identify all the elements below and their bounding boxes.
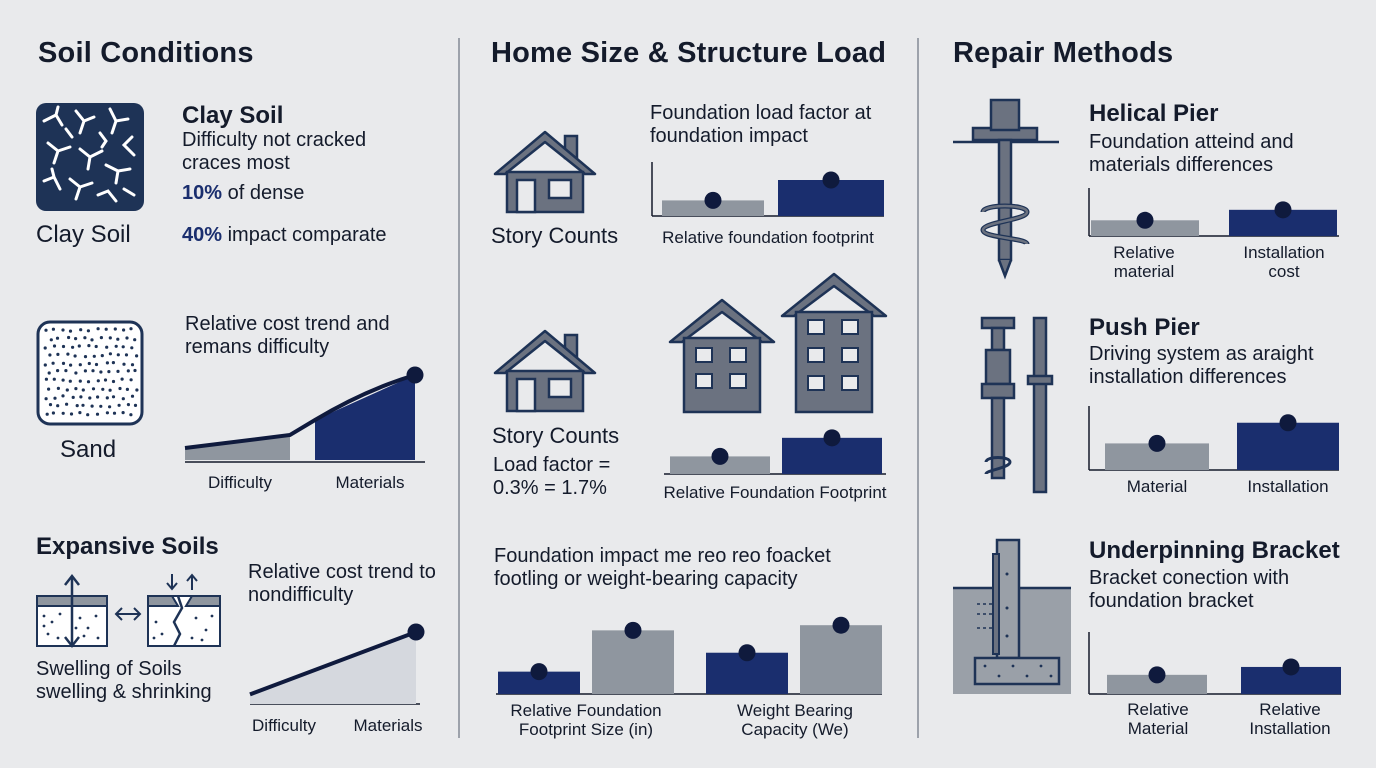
bar (592, 630, 674, 694)
house-icon (493, 130, 597, 214)
underpinning-bracket-description: Bracket conection with foundation bracke… (1089, 567, 1290, 612)
story-counts-caption-2: Story Counts (492, 423, 620, 448)
helical-cost-chart (1088, 188, 1339, 237)
sand-label-materials: Materials (335, 473, 405, 492)
clay-stat-2-text: impact comparate (227, 224, 387, 246)
two-story-house-icon (668, 298, 776, 414)
push-pier-description: Driving system as araight installation d… (1089, 343, 1314, 388)
trend-area-difficulty (185, 435, 290, 460)
bar (498, 671, 580, 694)
swell-shrink-soil-icon (36, 573, 221, 649)
bar-top-marker (530, 663, 548, 681)
trend-end-marker (406, 366, 424, 384)
column-divider (458, 38, 460, 738)
trend-end-marker (407, 623, 425, 641)
sand-chart-title: Relative cost trend and remans difficult… (185, 313, 390, 358)
clay-stat-1-text: of dense (227, 182, 305, 204)
expansive-label-difficulty: Difficulty (252, 716, 316, 735)
underpinning-bracket-icon (953, 538, 1071, 694)
bar-top-marker (711, 447, 729, 465)
clay-stat-2: 40% impact comparate (182, 224, 387, 247)
clay-stat-2-value: 40% (182, 224, 223, 246)
cracked-clay-icon (36, 103, 144, 211)
capacity-label-footprint: Relative Foundation Footprint Size (in) (510, 701, 662, 739)
bar-top-marker (823, 429, 841, 447)
push-cost-chart (1088, 406, 1339, 471)
repair-methods-title: Repair Methods (953, 37, 1174, 69)
story-counts-caption-1: Story Counts (491, 223, 619, 248)
bracket-label-material: Relative Material (1127, 700, 1189, 738)
sand-trend-chart (184, 366, 425, 463)
bar (800, 625, 882, 694)
bar (670, 456, 770, 474)
bracket-cost-chart (1088, 632, 1341, 695)
expansive-label-materials: Materials (353, 716, 423, 735)
footprint-chart (664, 429, 886, 475)
trend-line (249, 630, 417, 697)
helical-label-material: Relative material (1113, 243, 1175, 281)
three-story-house-icon (780, 272, 888, 414)
bar-top-marker (1136, 211, 1154, 229)
helical-label-installation: Installation cost (1243, 243, 1325, 281)
bar-top-marker (704, 191, 722, 209)
bar (1107, 674, 1207, 694)
capacity-chart-title: Foundation impact me reo reo foacket foo… (494, 545, 831, 590)
sand-grains-icon (36, 320, 144, 426)
capacity-chart (496, 616, 882, 695)
house-icon (493, 329, 597, 413)
push-pier-heading: Push Pier (1089, 314, 1200, 341)
clay-soil-caption: Clay Soil (36, 221, 131, 248)
sand-label-difficulty: Difficulty (208, 473, 272, 492)
bar-top-marker (1148, 666, 1166, 684)
bar-top-marker (1274, 201, 1292, 219)
bar-top-marker (822, 171, 840, 189)
clay-stat-1: 10% of dense (182, 182, 304, 205)
expansive-trend-chart (249, 623, 425, 705)
bar-top-marker (832, 616, 850, 634)
sand-caption: Sand (60, 436, 117, 463)
capacity-label-weight: Weight Bearing Capacity (We) (737, 701, 853, 739)
push-label-material: Material (1126, 477, 1188, 496)
soil-conditions-title: Soil Conditions (38, 37, 254, 69)
clay-soil-description: Difficulty not cracked craces most (182, 129, 367, 174)
load-factor-chart (651, 162, 884, 217)
trend-area (250, 632, 416, 704)
helical-pier-heading: Helical Pier (1089, 100, 1219, 127)
expansive-soils-description: Swelling of Soils swelling & shrinking (36, 658, 212, 703)
helical-pier-description: Foundation atteind and materials differe… (1089, 131, 1294, 176)
bar-top-marker (624, 621, 642, 639)
clay-soil-heading: Clay Soil (182, 102, 284, 129)
footprint-chart-label: Relative Foundation Footprint (663, 483, 887, 502)
home-size-title: Home Size & Structure Load (491, 37, 887, 69)
expansive-chart-title: Relative cost trend to nondifficulty (248, 561, 436, 606)
trend-line (184, 373, 416, 450)
clay-stat-1-value: 10% (182, 182, 223, 204)
bar-top-marker (738, 644, 756, 662)
bar-top-marker (1148, 434, 1166, 452)
push-label-installation: Installation (1247, 477, 1329, 496)
load-factor-text: Load factor = 0.3% = 1.7% (493, 454, 611, 499)
column-divider (917, 38, 919, 738)
bar-top-marker (1282, 658, 1300, 676)
expansive-soils-heading: Expansive Soils (36, 533, 219, 560)
load-factor-chart-label: Relative foundation footprint (662, 228, 874, 247)
load-factor-chart-title: Foundation load factor at foundation imp… (650, 102, 872, 147)
trend-area-materials (315, 375, 415, 460)
bar-top-marker (1279, 414, 1297, 432)
helical-pier-icon (953, 98, 1059, 280)
underpinning-bracket-heading: Underpinning Bracket (1089, 537, 1340, 564)
bracket-label-installation: Relative Installation (1249, 700, 1331, 738)
push-pier-icon (980, 316, 1054, 494)
